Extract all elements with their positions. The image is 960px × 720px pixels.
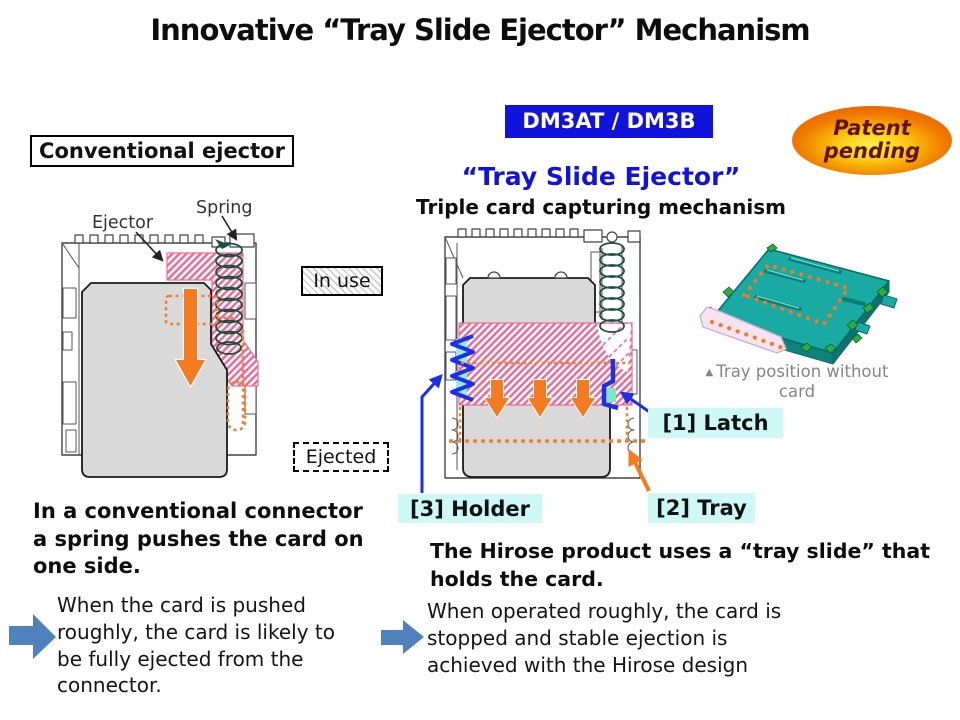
tray-slide-heading: “Tray Slide Ejector” <box>461 162 741 191</box>
ejector-hatch <box>166 252 259 387</box>
patent-line1: Patent <box>833 116 911 140</box>
ejector-callout-line <box>135 231 164 262</box>
card-travel-dotted <box>164 294 247 432</box>
ejector-label: Ejector <box>92 213 154 233</box>
model-badge: DM3AT / DM3B <box>505 105 713 138</box>
triangle-marker-icon: ▲ <box>705 367 714 378</box>
card-middle <box>462 277 611 478</box>
ejected-box: Ejected <box>293 442 389 472</box>
conventional-detail: When the card is pushed roughly, the car… <box>57 593 335 698</box>
latch-callout-line <box>619 391 652 415</box>
photo-caption-line1: ▲Tray position without <box>705 362 889 381</box>
conventional-summary: In a conventional connector a spring pus… <box>33 499 364 578</box>
tray-hatch-band <box>458 322 633 406</box>
photo-caption: ▲Tray position without card <box>694 362 900 401</box>
holder-callout-label: [3] Holder <box>398 494 542 523</box>
tray-dotted-lines <box>449 361 646 443</box>
spring-callout-line <box>221 215 238 241</box>
right-bullet-arrow-icon <box>381 620 424 654</box>
eject-arrow-icon <box>174 287 207 388</box>
in-use-box: In use <box>301 266 383 296</box>
conventional-ejector-heading: Conventional ejector <box>30 135 294 167</box>
spring-coil-left <box>215 239 243 355</box>
holder-callout-line <box>420 373 443 493</box>
latch-callout-label: [1] Latch <box>648 408 783 438</box>
trayslide-summary: The Hirose product uses a “tray slide” t… <box>430 539 931 591</box>
slide-title: Innovative “Tray Slide Ejector” Mechanis… <box>150 13 810 47</box>
conventional-connector-drawing <box>61 215 259 478</box>
spring-coil-middle <box>599 242 625 333</box>
spring-label: Spring <box>196 198 253 218</box>
triple-mechanism-subheading: Triple card capturing mechanism <box>416 195 786 219</box>
photo-caption-line2: card <box>778 382 816 401</box>
holder-spring-zigzag <box>450 334 475 402</box>
patent-line2: pending <box>823 139 921 163</box>
trayslide-detail: When operated roughly, the card is stopp… <box>427 599 782 677</box>
trayslide-connector-drawing <box>420 228 652 493</box>
tray-callout-label: [2] Tray <box>648 493 755 523</box>
push-arrows <box>484 379 596 418</box>
card-left <box>81 282 228 478</box>
product-photo <box>699 243 898 365</box>
left-bullet-arrow-icon <box>9 614 56 659</box>
latch-shape <box>601 359 619 411</box>
patent-pending-badge: Patent pending <box>792 106 952 175</box>
tray-callout-line <box>628 449 651 492</box>
tray-position-dotted <box>741 262 851 327</box>
